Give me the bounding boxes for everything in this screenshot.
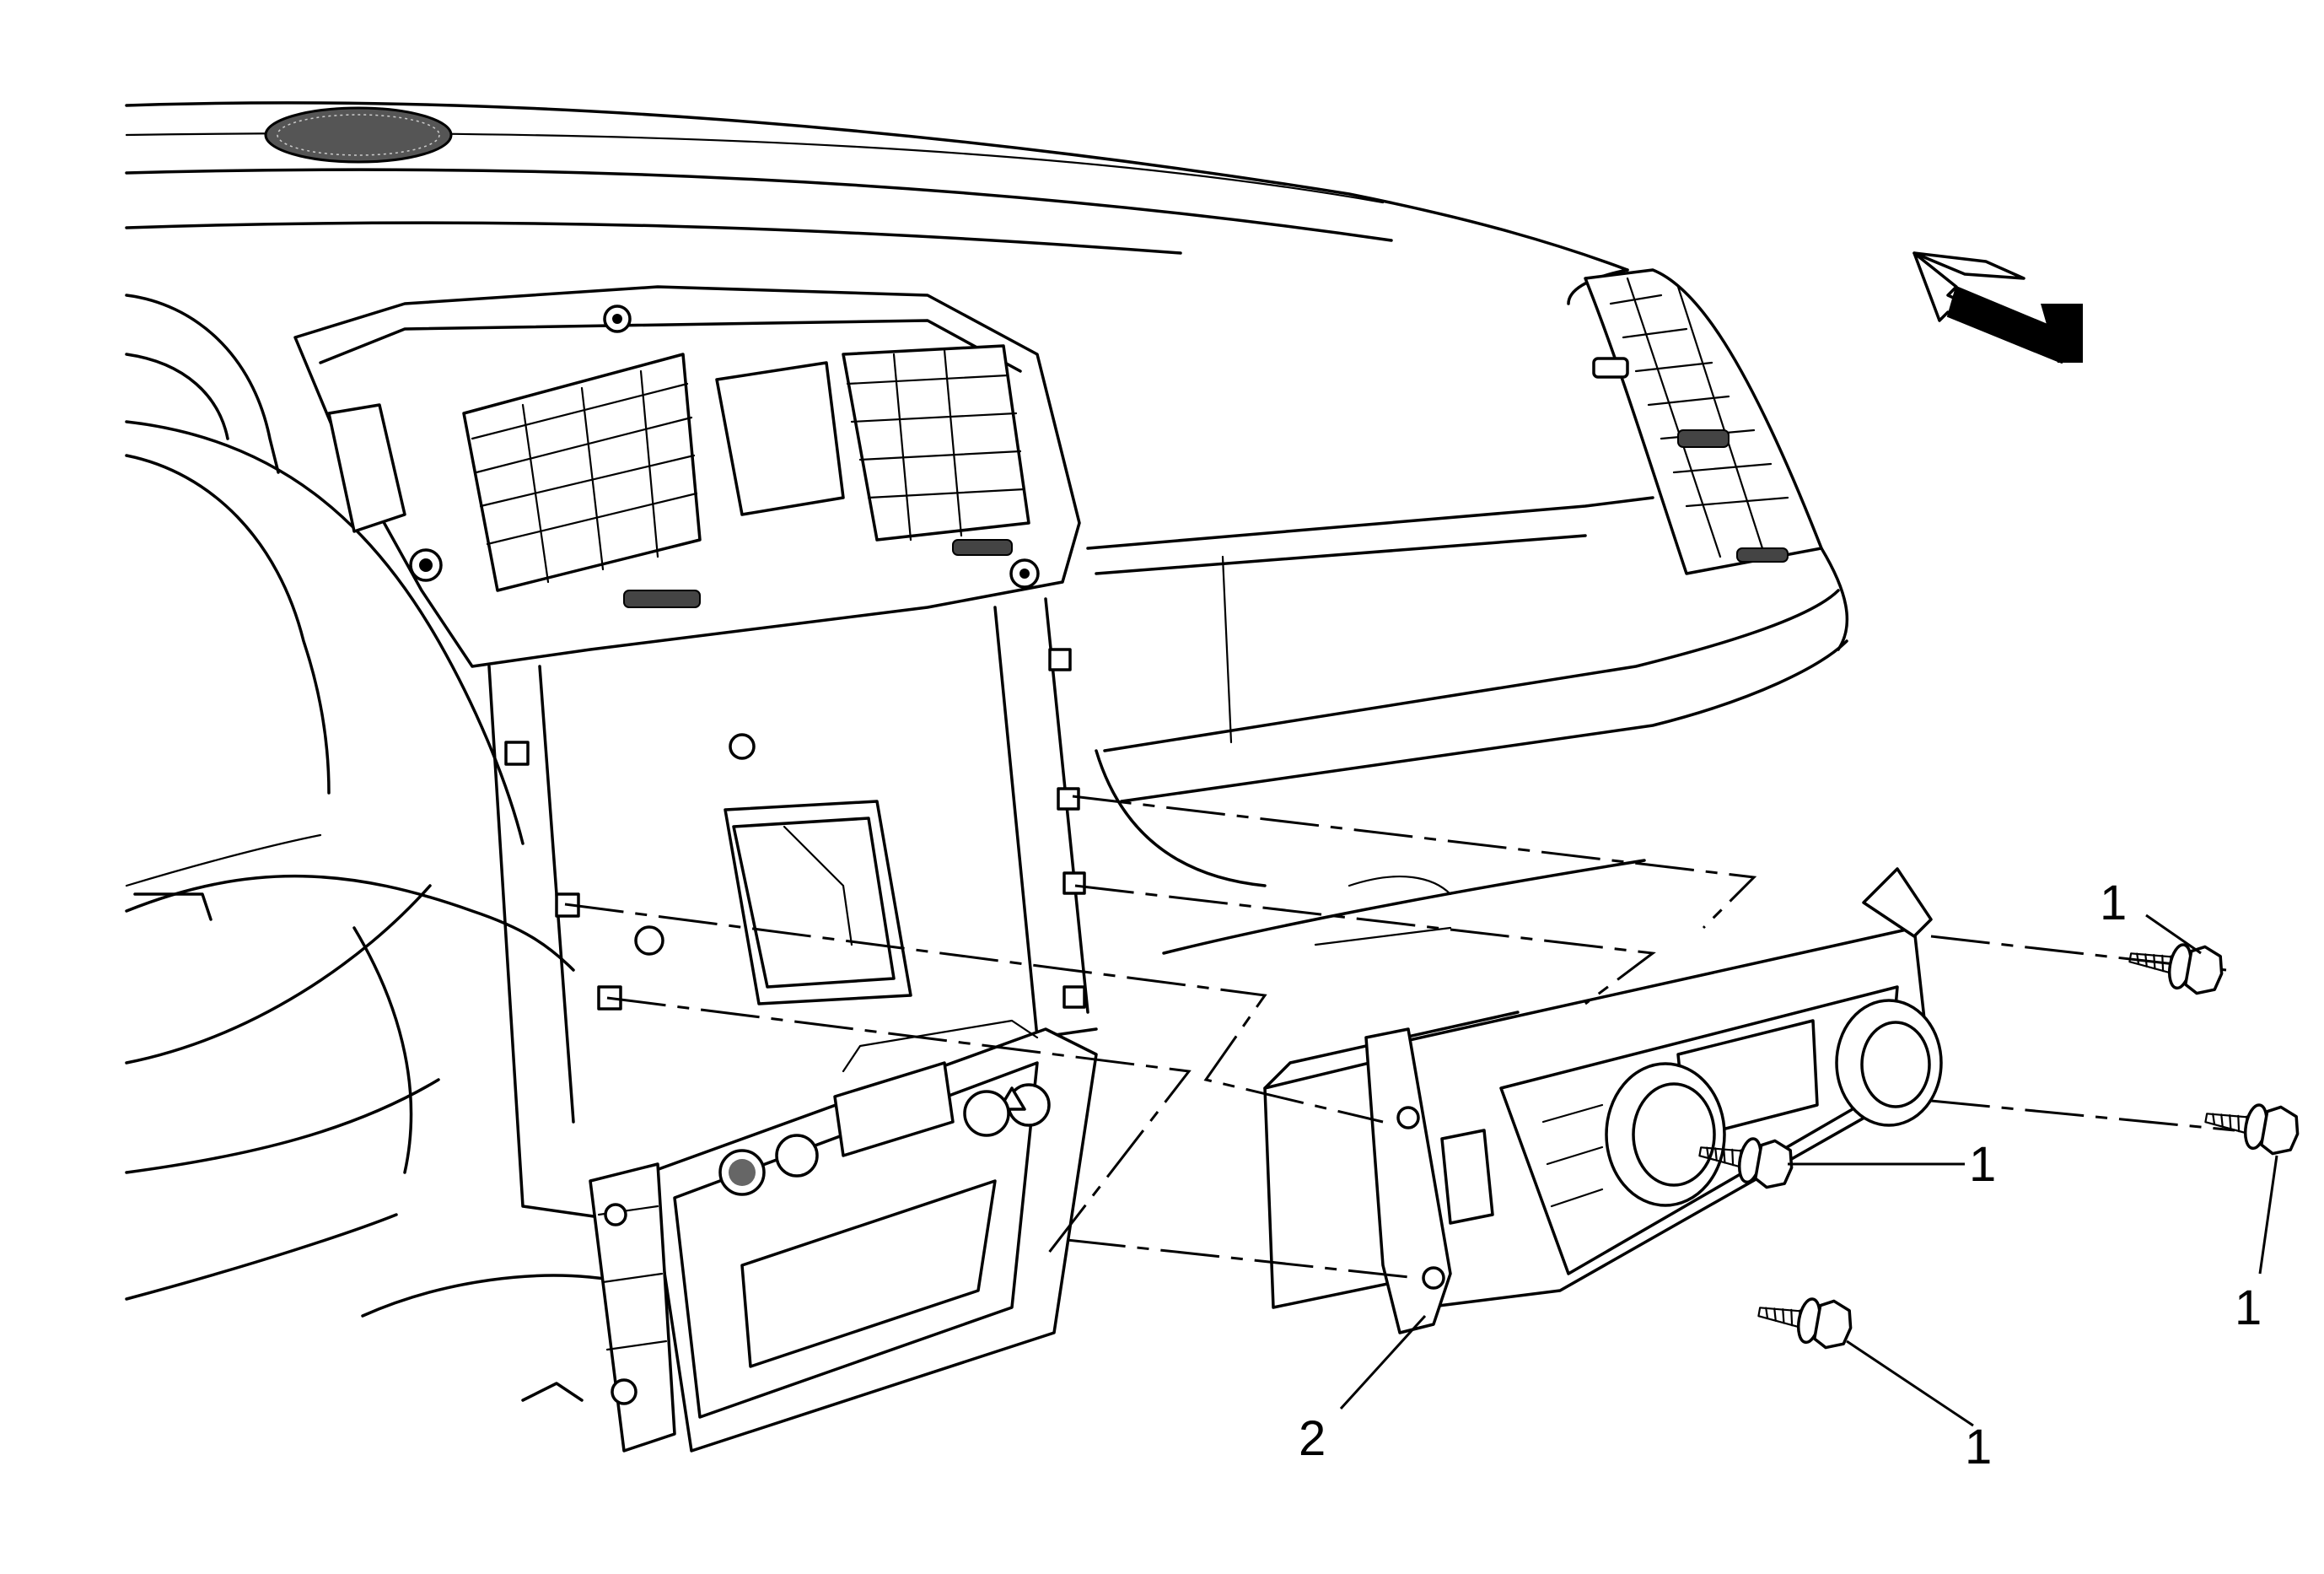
alignment-lines (564, 795, 2235, 1280)
callout-control-module: 2 (1299, 1411, 1326, 1466)
screw-icon (2204, 1103, 2300, 1156)
climate-control-module (1263, 867, 1943, 1334)
speaker-grille (264, 106, 453, 164)
screw-icon (2128, 943, 2224, 995)
screw-icon (1698, 1137, 1794, 1189)
callout-fastener-top-right: 1 (2100, 876, 2127, 930)
passenger-dash (1086, 268, 1849, 955)
front-direction-arrow-icon (1912, 251, 2083, 364)
instrument-cluster-area (125, 294, 626, 1402)
callout-fastener-center: 1 (1969, 1137, 1996, 1192)
screw-icon (1757, 1297, 1853, 1350)
center-stack-frame (487, 597, 1098, 1225)
callout-fastener-middle-right: 1 (2235, 1280, 2262, 1335)
leader-lines (1339, 914, 2278, 1427)
fasteners (1698, 943, 2300, 1350)
dashboard-top (125, 101, 1629, 305)
callout-fastener-bottom: 1 (1965, 1420, 1992, 1474)
radio-faceplate (589, 1019, 1098, 1453)
center-vent-bezel (293, 285, 1081, 668)
